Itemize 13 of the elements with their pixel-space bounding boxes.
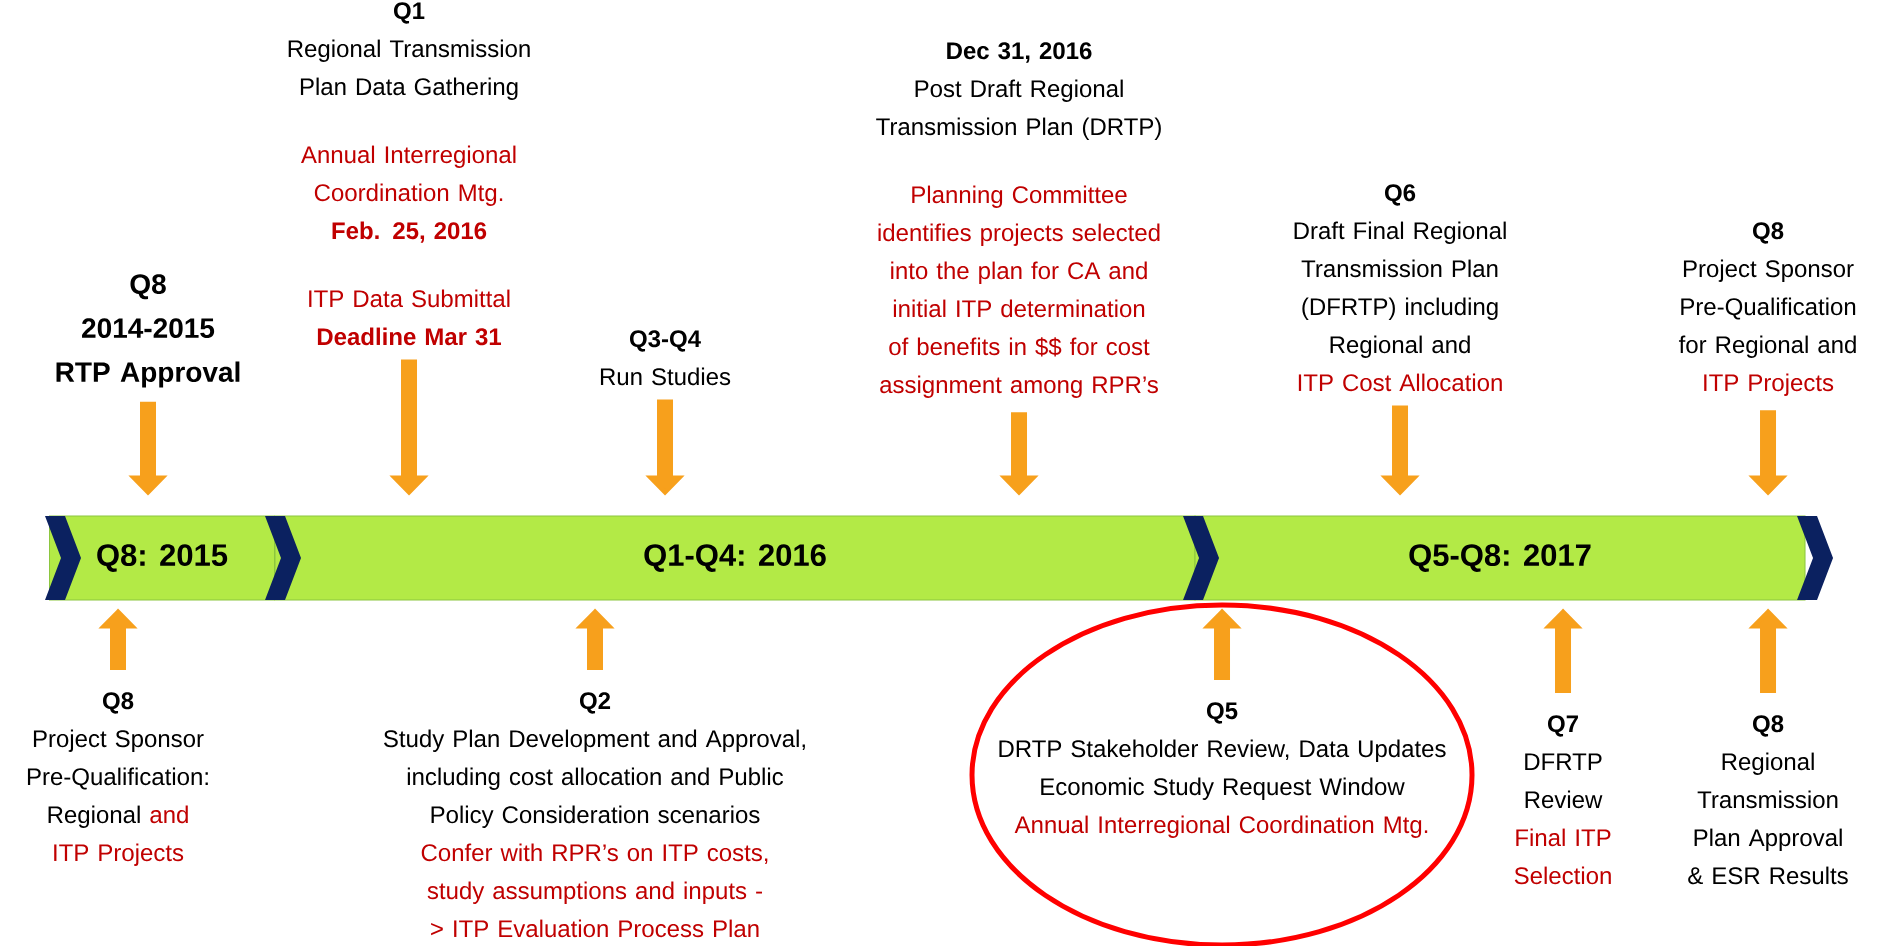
annotation-text: Q7 DFRTP Review Final ITP Selection [1514,715,1611,885]
annotation-text: Q8 2014-2015 RTP Approval [56,274,240,388]
annotation-text: Q3-Q4 Run Studies [600,330,731,386]
timeline-segment: Q8: 2015 [49,515,275,601]
annotation-text: Q8 Project Sponsor Pre-Qualification for Regional and ITP Projects [1678,222,1856,396]
annotation-text: Q1 Regional Transmission Plan Data Gathering Annual Interregional Coordination Mtg. Feb. 25, 2016 ITP Data Submittal Deadline Mar 31 [288,2,530,346]
timeline-segment: Q5-Q8: 2017 [1194,515,1806,601]
annotation-text: Q2 Study Plan Development and Approval, including cost allocation and Public Policy Consideration scenarios Confer with RPR’s on ITP costs, study assumptions and inputs -> ITP Evaluation Process Plan [383,692,805,938]
annotation-text: Q5 DRTP Stakeholder Review, Data Updates Economic Study Request Window Annual Interregional Coordination Mtg. [999,702,1446,838]
annotation-text: Q8 Regional Transmission Plan Approval & ESR Results [1688,715,1848,885]
annotation-text: Q6 Draft Final Regional Transmission Plan (DFRTP) including Regional and ITP Cost Allocation [1294,184,1506,392]
annotation-text: Q8 Project Sponsor Pre-Qualification: Regional and ITP Projects [27,692,208,866]
annotation-text: Dec 31, 2016 Post Draft Regional Transmission Plan (DRTP) Planning Committee identifies projects selected into the plan for CA and initial ITP determination of benefits in $$ for cost assignment among RPR’s [876,42,1161,398]
